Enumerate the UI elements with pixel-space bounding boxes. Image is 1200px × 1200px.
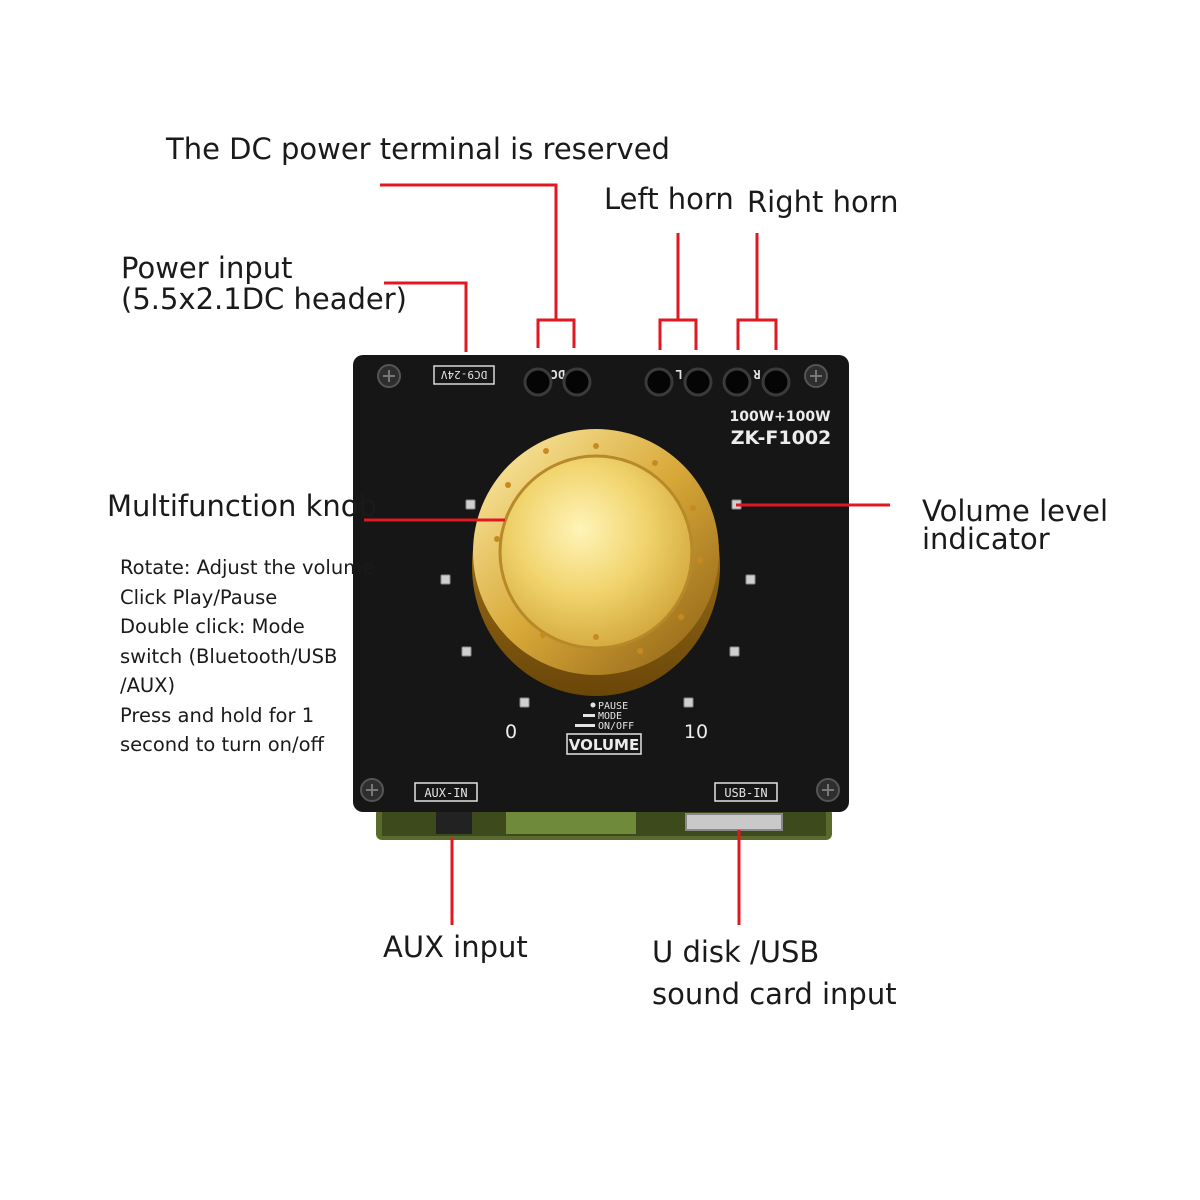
scale-min-label: 0	[505, 721, 517, 743]
volume-indicator-label: Volume level indicator	[922, 494, 1109, 556]
legend-pause: PAUSE	[598, 701, 628, 712]
instruction-line: Rotate: Adjust the volume	[120, 556, 375, 579]
leader-lines	[364, 183, 890, 925]
right-horn-label: Right horn	[747, 187, 899, 218]
knob-label: Multifunction knob	[107, 491, 377, 522]
leader-power-input	[384, 281, 468, 352]
scale-max-label: 10	[684, 721, 708, 743]
instruction-line: switch (Bluetooth/USB	[120, 644, 338, 668]
multifunction-knob[interactable]	[472, 429, 720, 696]
speaker-terminals	[523, 367, 791, 397]
power-input-label: Power input (5.5x2.1DC header)	[121, 253, 407, 315]
left-horn-label: Left horn	[604, 184, 734, 215]
leader-dc-bracket	[536, 318, 576, 348]
leader-left-bracket	[658, 318, 698, 350]
legend-onoff: ON/OFF	[598, 721, 634, 732]
usb-input-label: U disk /USB sound card input	[652, 931, 897, 1015]
knob-instructions: Rotate: Adjust the volume Click Play/Pau…	[120, 553, 374, 760]
volume-indicator-line1: Volume level	[922, 494, 1109, 528]
usb-input-line1: U disk /USB	[652, 935, 820, 969]
knob-text: Multifunction knob	[107, 489, 377, 523]
volume-silk-label: VOLUME	[569, 736, 639, 754]
legend-mode: MODE	[598, 711, 622, 722]
instruction-line: second to turn on/off	[120, 733, 324, 756]
power-input-line2: (5.5x2.1DC header)	[121, 282, 407, 316]
usb-silk-label: USB-IN	[724, 786, 767, 800]
right-horn-text: Right horn	[747, 185, 899, 219]
usb-input-line2: sound card input	[652, 977, 897, 1011]
aux-input-text: AUX input	[383, 930, 528, 964]
volume-indicator-line2: indicator	[922, 522, 1050, 556]
instruction-line: /AUX)	[120, 674, 176, 697]
volume-led-indicators	[440, 499, 756, 708]
power-silk-label: DC9-24V	[440, 368, 487, 381]
aux-silk-label: AUX-IN	[424, 786, 467, 800]
left-horn-text: Left horn	[604, 182, 734, 216]
dc-reserved-label: The DC power terminal is reserved	[166, 134, 670, 165]
power-input-line1: Power input	[121, 251, 293, 285]
instruction-line: Click Play/Pause	[120, 585, 278, 609]
aux-input-label: AUX input	[383, 932, 528, 963]
leader-right-bracket	[736, 318, 778, 350]
instruction-line: Press and hold for 1	[120, 703, 315, 727]
leader-dc-reserved	[380, 183, 558, 320]
pcb-bottom-layer	[376, 808, 832, 840]
model-label: ZK-F1002	[731, 427, 832, 449]
rating-label: 100W+100W	[729, 409, 830, 425]
instruction-line: Double click: Mode	[120, 615, 305, 638]
dc-reserved-text: The DC power terminal is reserved	[166, 132, 670, 166]
